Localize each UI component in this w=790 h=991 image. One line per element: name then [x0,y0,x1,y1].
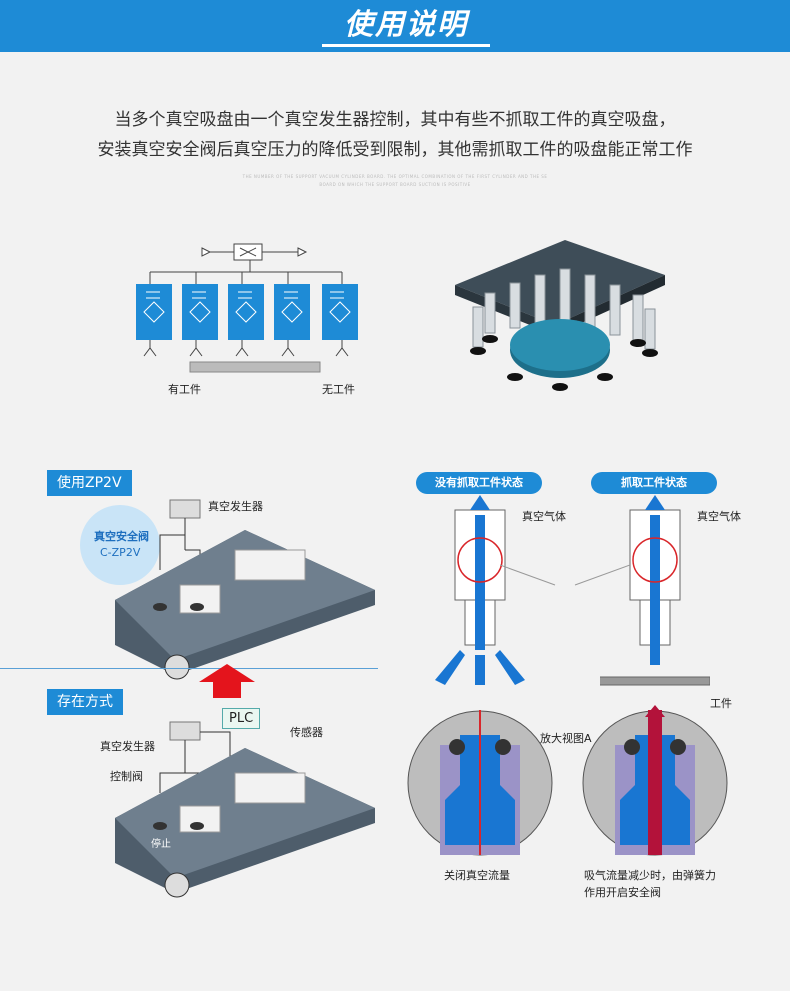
label-stop: 停止 [151,839,171,850]
title-underline [322,44,490,47]
label-control-valve: 控制阀 [110,770,143,783]
caption-open-line-2: 作用开启安全阀 [584,886,661,899]
label-with-workpiece: 有工件 [168,383,201,396]
label-enlarged-view: 放大视图A [540,732,592,745]
label-workpiece: 工件 [710,697,732,710]
fine-print-1: THE NUMBER OF THE SUPPORT VACUUM CYLINDE… [242,174,548,179]
safety-valve-name: 真空安全阀 [94,530,149,543]
enlarged-view-open [582,705,728,856]
divider-line [0,668,378,669]
page-title: 使用说明 [343,7,468,41]
conveyor-existing [115,721,375,898]
valve-section-pick [600,495,710,686]
callout-lines [500,564,630,586]
safety-valve-callout [80,505,160,585]
intro-line-2: 安装真空安全阀后真空压力的降低受到限制，其他需抓取工件的吸盘能正常工作 [97,140,693,160]
intro-line-1: 当多个真空吸盘由一个真空发生器控制，其中有些不抓取工件的真空吸盘， [114,110,676,130]
valve-section-no-pick [435,495,525,685]
safety-valve-model: C-ZP2V [100,546,141,559]
suction-cup-array-illustration [455,240,665,391]
caption-closed-flow: 关闭真空流量 [444,869,510,882]
label-vacuum-generator-2: 真空发生器 [100,740,155,753]
label-vacuum-gas-2: 真空气体 [697,510,741,523]
conveyor-with-zp2v [115,499,375,680]
use-zp2v-tag: 使用ZP2V [47,470,132,496]
plc-box: PLC [222,708,261,729]
state-pick-pill: 抓取工件状态 [591,472,717,494]
header-band [0,0,790,52]
vacuum-circuit-diagram [136,243,358,373]
label-vacuum-generator: 真空发生器 [208,500,263,513]
label-sensor: 传感器 [290,726,323,739]
label-without-workpiece: 无工件 [322,383,355,396]
caption-open-line-1: 吸气流量减少时，由弹簧力 [584,869,716,882]
state-no-pick-pill: 没有抓取工件状态 [416,472,542,494]
enlarged-view-closed [407,710,553,856]
red-up-arrow [199,664,255,698]
fine-print-2: BOARD ON WHICH THE SUPPORT BOARD SUCTION… [319,182,471,187]
label-vacuum-gas-1: 真空气体 [522,510,566,523]
existing-method-tag: 存在方式 [47,689,123,715]
